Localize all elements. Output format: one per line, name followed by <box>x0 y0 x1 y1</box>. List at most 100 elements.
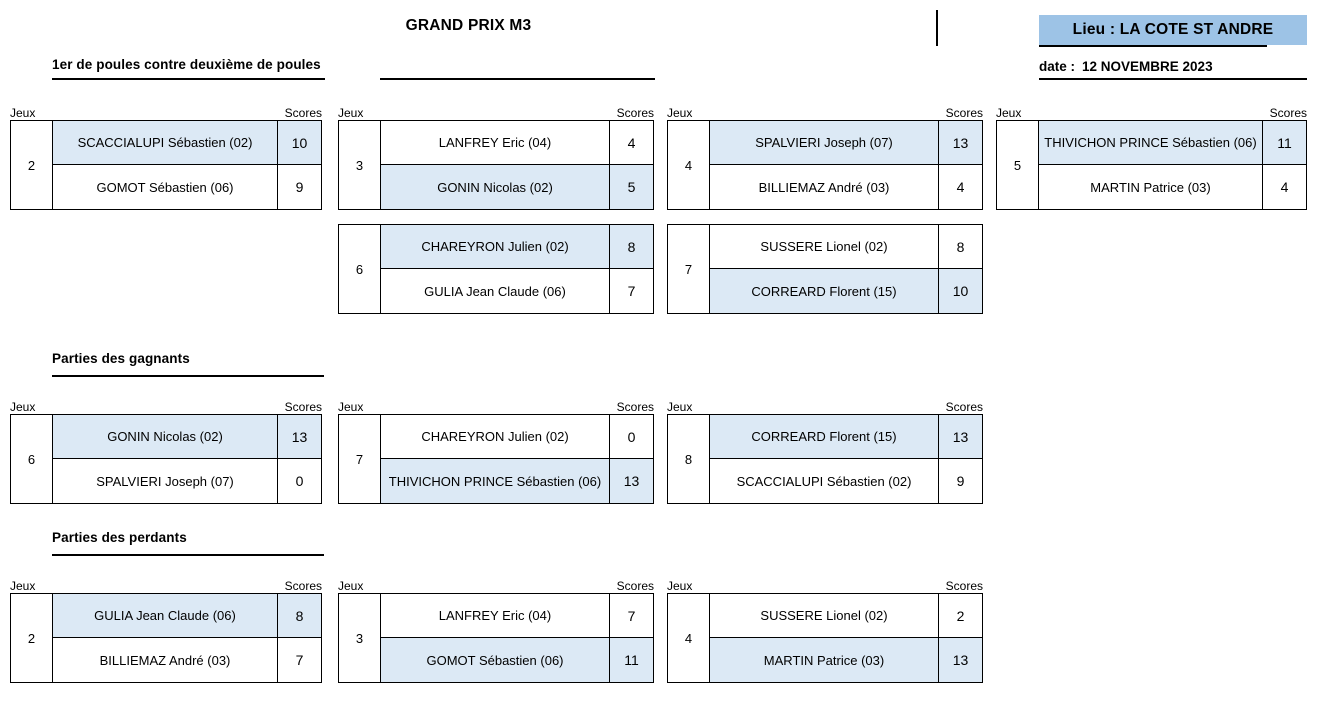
player-row[interactable]: CHAREYRON Julien (02)8 <box>381 225 653 269</box>
player-score: 13 <box>609 459 653 503</box>
player-row[interactable]: BILLIEMAZ André (03) 7 <box>53 638 321 682</box>
match-number: 3 <box>339 594 381 682</box>
column-header-scores: Scores <box>284 400 322 414</box>
player-name: CORREARD Florent (15) <box>710 415 938 458</box>
player-row[interactable]: THIVICHON PRINCE Sébastien (06)11 <box>1039 121 1306 165</box>
column-header-jeux: Jeux <box>667 579 693 593</box>
player-score: 8 <box>277 594 321 637</box>
player-score: 11 <box>1262 121 1306 164</box>
column-header-jeux: Jeux <box>10 106 36 120</box>
player-name: GOMOT Sébastien (06) <box>381 638 609 682</box>
player-name: BILLIEMAZ André (03) <box>99 652 231 668</box>
date-label: date : <box>1039 58 1076 74</box>
player-name: GOMOT Sébastien (06) <box>96 179 234 195</box>
column-header-jeux: Jeux <box>338 579 364 593</box>
match-number: 8 <box>668 415 710 503</box>
player-row[interactable]: SPALVIERI Joseph (07)13 <box>710 121 982 165</box>
player-row[interactable]: SPALVIERI Joseph (07)0 <box>53 459 321 503</box>
player-score: 7 <box>609 269 653 313</box>
player-name: BILLIEMAZ André (03) <box>758 179 890 195</box>
player-score: 4 <box>1262 165 1306 209</box>
player-score: 10 <box>938 269 982 313</box>
player-score: 0 <box>609 415 653 458</box>
player-row[interactable]: GOMOT Sébastien (06)9 <box>53 165 321 209</box>
player-row[interactable]: GOMOT Sébastien (06)11 <box>381 638 653 682</box>
player-row[interactable]: MARTIN Patrice (03)4 <box>1039 165 1306 209</box>
player-row[interactable]: SCACCIALUPI Sébastien (02)9 <box>710 459 982 503</box>
match-number: 3 <box>339 121 381 209</box>
player-row[interactable]: LANFREY Eric (04)7 <box>381 594 653 638</box>
player-row[interactable]: BILLIEMAZ André (03) 4 <box>710 165 982 209</box>
section-title-round1: 1er de poules contre deuxième de poules <box>52 57 321 72</box>
player-row[interactable]: SCACCIALUPI Sébastien (02)10 <box>53 121 321 165</box>
player-row[interactable]: CHAREYRON Julien (02)0 <box>381 415 653 459</box>
player-name: THIVICHON PRINCE Sébastien (06) <box>381 459 609 503</box>
player-name: LANFREY Eric (04) <box>438 135 552 150</box>
date-underline <box>1039 78 1307 80</box>
player-row[interactable]: GONIN Nicolas (02)13 <box>53 415 321 459</box>
header-divider-tick <box>936 10 938 46</box>
match-number: 7 <box>668 225 710 313</box>
player-score: 4 <box>938 165 982 209</box>
page-title: GRAND PRIX M3 <box>405 17 532 34</box>
player-score: 7 <box>277 638 321 682</box>
column-header-scores: Scores <box>1269 106 1307 120</box>
player-row[interactable]: GULIA Jean Claude (06)7 <box>381 269 653 313</box>
player-score: 0 <box>277 459 321 503</box>
column-header-jeux: Jeux <box>667 400 693 414</box>
player-row[interactable]: SUSSERE Lionel (02)2 <box>710 594 982 638</box>
section-rule-perdants <box>52 554 324 556</box>
match-number: 2 <box>11 121 53 209</box>
player-score: 11 <box>609 638 653 682</box>
player-score: 9 <box>938 459 982 503</box>
player-score: 5 <box>609 165 653 209</box>
player-row[interactable]: CORREARD Florent (15)13 <box>710 415 982 459</box>
player-row[interactable]: LANFREY Eric (04)4 <box>381 121 653 165</box>
column-header-scores: Scores <box>616 579 654 593</box>
player-row[interactable]: GULIA Jean Claude (06)8 <box>53 594 321 638</box>
player-score: 8 <box>938 225 982 268</box>
player-score: 7 <box>609 594 653 637</box>
column-header-scores: Scores <box>616 106 654 120</box>
player-name: SUSSERE Lionel (02) <box>760 608 888 623</box>
player-row[interactable]: CORREARD Florent (15)10 <box>710 269 982 313</box>
player-row[interactable]: THIVICHON PRINCE Sébastien (06)13 <box>381 459 653 503</box>
match-number: 6 <box>11 415 53 503</box>
player-name: MARTIN Patrice (03) <box>710 638 938 682</box>
column-header-scores: Scores <box>945 579 983 593</box>
player-name: CORREARD Florent (15) <box>710 269 938 313</box>
date-line: date : 12 NOVEMBRE 2023 <box>1039 54 1307 78</box>
match-number: 4 <box>668 121 710 209</box>
player-name: GONIN Nicolas (02) <box>381 165 609 209</box>
venue-badge: Lieu : LA COTE ST ANDRE <box>1039 15 1307 45</box>
player-row[interactable]: MARTIN Patrice (03)13 <box>710 638 982 682</box>
player-name: THIVICHON PRINCE Sébastien (06) <box>1039 121 1262 164</box>
player-score: 13 <box>938 121 982 164</box>
column-header-scores: Scores <box>284 579 322 593</box>
player-row[interactable]: SUSSERE Lionel (02)8 <box>710 225 982 269</box>
player-score: 13 <box>938 638 982 682</box>
player-row[interactable]: GONIN Nicolas (02)5 <box>381 165 653 209</box>
column-header-jeux: Jeux <box>338 400 364 414</box>
player-score: 10 <box>277 121 321 164</box>
